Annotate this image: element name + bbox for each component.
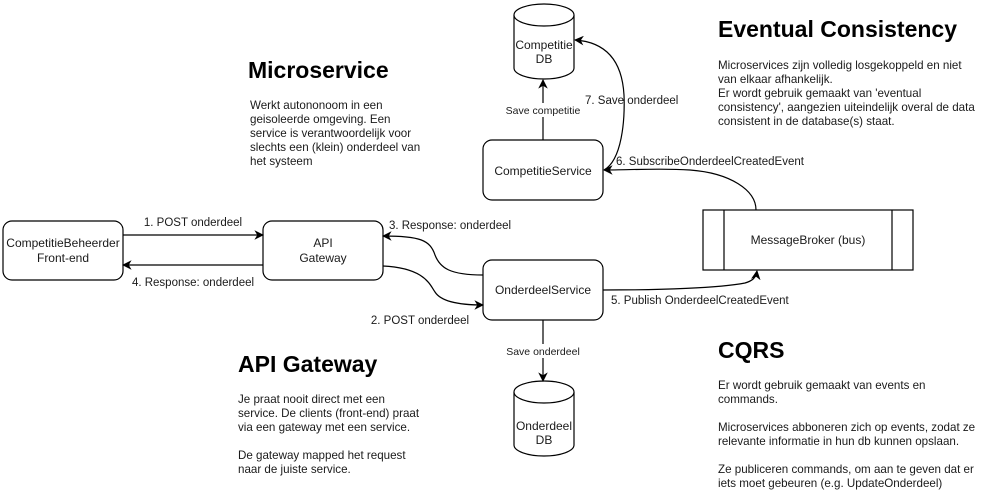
frontend-label-line1: CompetitieBeheerder (6, 236, 119, 250)
onderdeel-service-node[interactable]: OnderdeelService (482, 259, 604, 321)
competitie-db-node[interactable]: Competitie DB (513, 3, 575, 80)
api-gateway-title: API Gateway (238, 351, 378, 377)
onderdeel-db-node[interactable]: Onderdeel DB (513, 380, 575, 457)
eventual-consistency-title: Eventual Consistency (718, 16, 958, 42)
edge-1-label: 1. POST onderdeel (144, 217, 242, 229)
cqrs-body: Er wordt gebruik gemaakt van events en c… (718, 379, 976, 490)
cqrs-title: CQRS (718, 337, 785, 363)
edge-save-onderdeel[interactable]: Save onderdeel (502, 320, 584, 382)
edge-4-response[interactable]: 4. Response: onderdeel (122, 260, 263, 289)
message-broker-node[interactable]: MessageBroker (bus) (702, 209, 914, 271)
microservice-title: Microservice (248, 57, 389, 83)
message-broker-label: MessageBroker (bus) (751, 233, 866, 247)
onderdeel-service-label: OnderdeelService (495, 283, 591, 297)
edge-save-competitie[interactable]: Save competitie (500, 79, 584, 140)
gateway-label-line2: Gateway (299, 251, 346, 265)
microservice-body: Werkt autononoom in een geisoleerde omge… (250, 99, 421, 168)
frontend-label-line2: Front-end (37, 251, 89, 265)
api-gateway-body: Je praat nooit direct met een service. D… (238, 393, 420, 476)
api-gateway-node[interactable]: API Gateway (262, 220, 384, 281)
edge-6-subscribe[interactable]: 6. SubscribeOnderdeelCreatedEvent (603, 156, 805, 211)
save-onderdeel-label: Save onderdeel (506, 346, 580, 358)
edge-6-label: 6. SubscribeOnderdeelCreatedEvent (616, 156, 805, 168)
edge-5-label: 5. Publish OnderdeelCreatedEvent (611, 295, 790, 307)
edge-1-post[interactable]: 1. POST onderdeel (123, 217, 264, 240)
save-competitie-label: Save competitie (506, 105, 581, 117)
gateway-label-line1: API (313, 236, 332, 250)
competitie-db-label-line1: Competitie (515, 38, 573, 52)
edge-3-response[interactable]: 3. Response: onderdeel (382, 220, 511, 276)
competitie-service-label: CompetitieService (494, 164, 592, 178)
competitie-service-node[interactable]: CompetitieService (482, 139, 604, 201)
edge-2-label: 2. POST onderdeel (371, 315, 469, 327)
edge-3-label: 3. Response: onderdeel (389, 220, 511, 232)
onderdeel-db-label-line2: DB (536, 433, 553, 447)
edge-5-publish[interactable]: 5. Publish OnderdeelCreatedEvent (602, 270, 790, 307)
competitie-db-label-line2: DB (536, 52, 553, 66)
edge-7-save-onderdeel[interactable]: 7. Save onderdeel (574, 35, 678, 171)
frontend-node[interactable]: CompetitieBeheerder Front-end (2, 220, 124, 281)
onderdeel-db-label-line1: Onderdeel (516, 419, 572, 433)
eventual-consistency-body: Microservices zijn volledig losgekoppeld… (718, 59, 975, 128)
edge-4-label: 4. Response: onderdeel (132, 277, 254, 289)
edge-7-label: 7. Save onderdeel (585, 95, 678, 107)
edge-2-post[interactable]: 2. POST onderdeel (371, 265, 484, 327)
